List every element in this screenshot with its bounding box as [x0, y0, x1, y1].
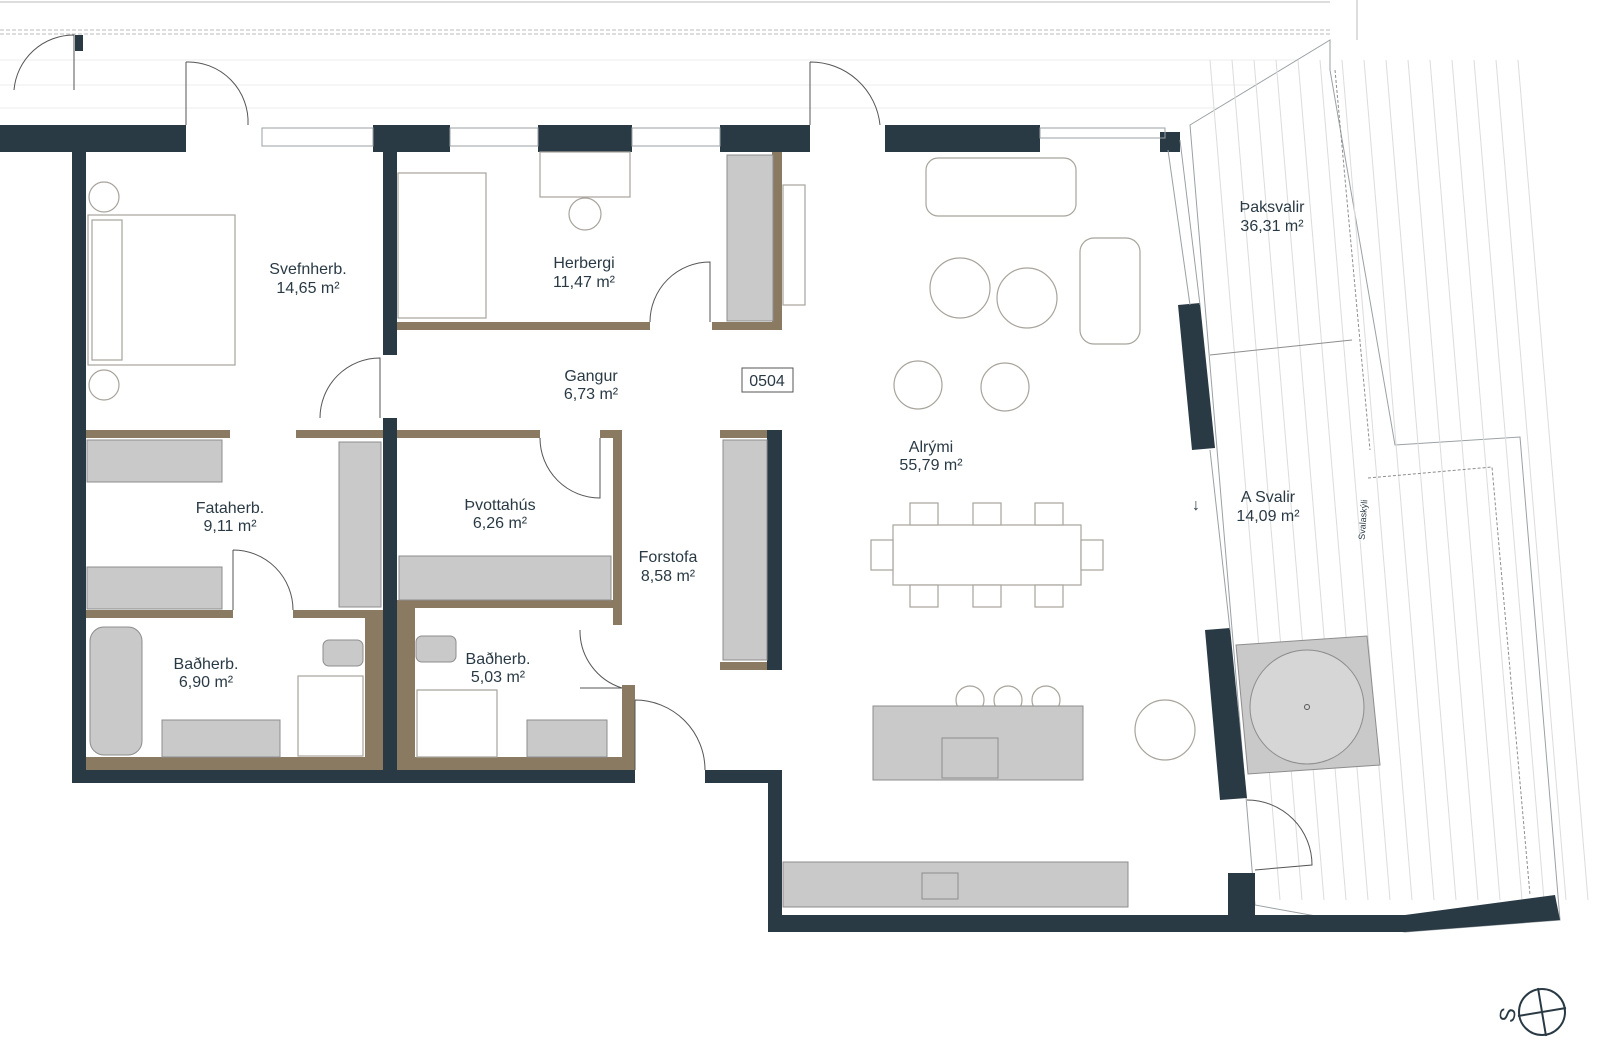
room-area: 6,90 m²: [179, 674, 234, 691]
compass-icon: S: [1494, 987, 1567, 1037]
deck-line: [1385, 59, 1457, 901]
deck-line: [1341, 59, 1413, 901]
room-area: 14,09 m²: [1236, 508, 1300, 525]
room-name: Baðherb.: [466, 651, 531, 668]
room-area: 14,65 m²: [276, 280, 340, 297]
shelter-label: Svalaskýli: [1357, 499, 1370, 540]
room-name: Alrými: [909, 439, 953, 456]
room-area: 5,03 m²: [471, 669, 526, 686]
interior-partitions: [86, 152, 782, 770]
room-area: 9,11 m²: [203, 518, 257, 535]
room-area: 6,26 m²: [473, 515, 528, 532]
room-area: 55,79 m²: [899, 457, 963, 474]
room-name: A Svalir: [1241, 489, 1296, 506]
room-name: Þvottahús: [464, 497, 535, 514]
compass-letter: S: [1494, 1006, 1521, 1025]
room-name: Baðherb.: [174, 656, 239, 673]
deck-line: [1473, 59, 1545, 901]
room-name: Forstofa: [639, 549, 698, 566]
deck-line: [1495, 59, 1567, 901]
unit-number-box: [741, 367, 794, 393]
arrow-down-icon: ↓: [1192, 497, 1200, 514]
deck-line: [1517, 59, 1589, 901]
room-name: Svefnherb.: [269, 261, 346, 278]
exterior-walls: [0, 35, 1560, 932]
deck-line: [1363, 59, 1435, 901]
deck-line: [1429, 59, 1501, 901]
roof-edge: [0, 0, 1358, 109]
balcony: [1189, 39, 1589, 933]
unit-number: 0504: [749, 373, 785, 390]
room-area: 6,73 m²: [564, 386, 619, 403]
room-area: 8,58 m²: [641, 568, 696, 585]
deck-line: [1451, 59, 1523, 901]
room-labels: Svefnherb. 14,65 m² Herbergi 11,47 m² Ga…: [174, 199, 1370, 691]
room-name: Fataherb.: [196, 500, 264, 517]
room-name: Þaksvalir: [1240, 199, 1306, 216]
doors: [13, 34, 1313, 871]
room-name: Herbergi: [553, 255, 614, 272]
room-area: 36,31 m²: [1240, 218, 1304, 235]
deck-line: [1407, 59, 1479, 901]
windows: [261, 127, 1231, 631]
room-name: Gangur: [564, 368, 618, 385]
room-area: 11,47 m²: [553, 274, 616, 291]
furniture: [86, 151, 1196, 908]
